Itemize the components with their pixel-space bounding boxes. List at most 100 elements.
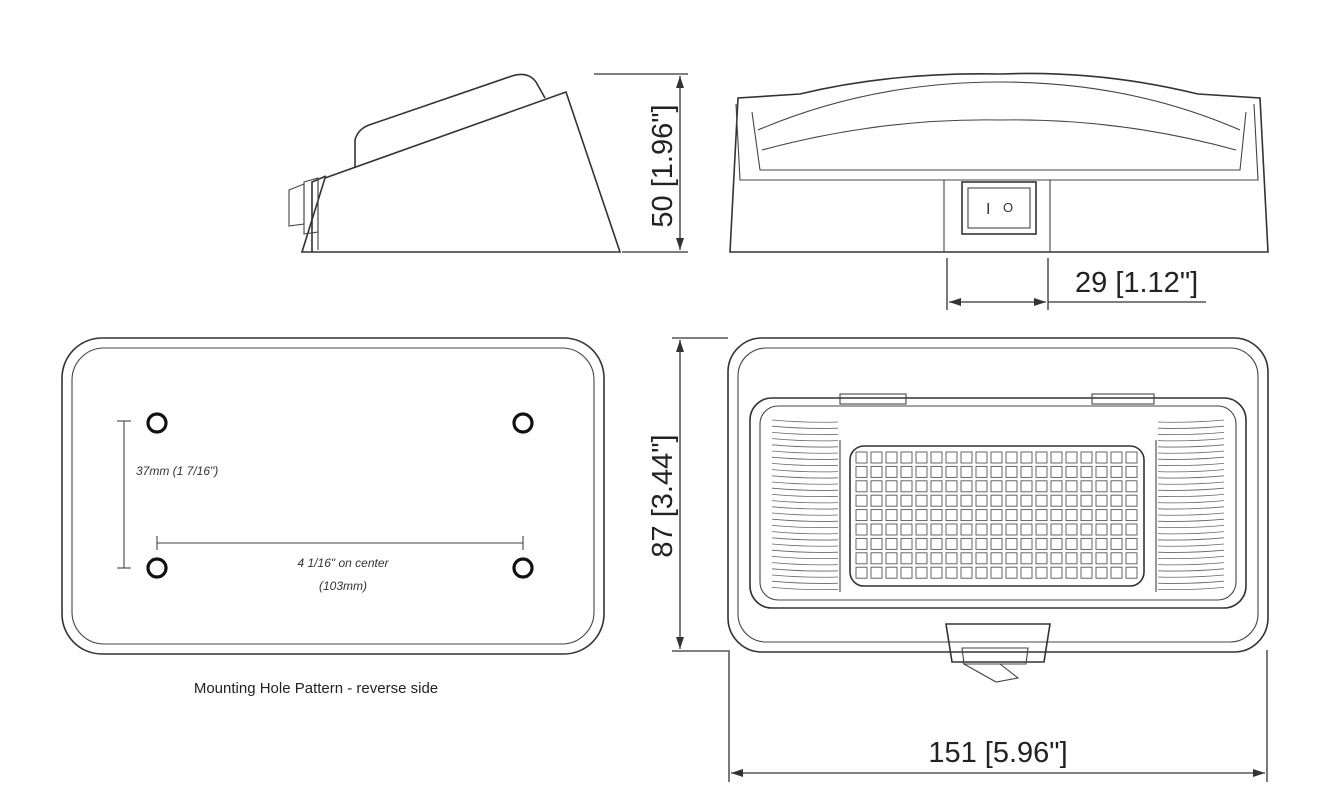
lens-cell: [885, 552, 898, 565]
top-view: [727, 337, 1269, 683]
lens-cell: [960, 537, 973, 550]
lens-cell: [900, 451, 913, 464]
lens-cell: [945, 451, 958, 464]
lens-rib: [1157, 518, 1225, 522]
mounting-hole-top-right: [512, 412, 534, 434]
lens-cell: [870, 537, 883, 550]
lens-cell: [1050, 465, 1063, 478]
lens-cell: [945, 566, 958, 579]
lens-cell: [1095, 552, 1108, 565]
lens-rib: [1157, 512, 1225, 516]
lens-cell: [930, 494, 943, 507]
depth-label: 87 [3.44"]: [647, 434, 679, 557]
lens-cell: [1110, 523, 1123, 536]
lens-cell: [945, 552, 958, 565]
lens-cell: [870, 566, 883, 579]
lens-cell: [990, 509, 1003, 522]
lens-cell: [990, 537, 1003, 550]
lens-cell: [960, 480, 973, 493]
lens-cell: [1125, 494, 1138, 507]
lens-rib: [1157, 568, 1225, 572]
lens-cell: [1005, 537, 1018, 550]
lens-cell: [1080, 552, 1093, 565]
lens-cell: [930, 465, 943, 478]
lens-cell: [1080, 451, 1093, 464]
lens-cell: [1020, 566, 1033, 579]
lens-rib: [1157, 531, 1225, 535]
side-view: [288, 73, 622, 253]
lens-cell: [855, 537, 868, 550]
lens-cell: [960, 566, 973, 579]
lens-cell: [960, 451, 973, 464]
lens-cell: [915, 465, 928, 478]
lens-cell: [915, 537, 928, 550]
lens-cell: [975, 494, 988, 507]
lens-cell: [1065, 451, 1078, 464]
lens-cell: [1035, 494, 1048, 507]
lens-cell: [990, 566, 1003, 579]
lens-cell: [885, 480, 898, 493]
lens-right-ribs: [1157, 419, 1225, 591]
lens-rib: [771, 425, 839, 429]
lens-cell: [1125, 537, 1138, 550]
lens-cell: [855, 566, 868, 579]
lens-rib: [1157, 562, 1225, 566]
lens-cell: [990, 523, 1003, 536]
lens-cell: [1020, 451, 1033, 464]
lens-cell: [1005, 451, 1018, 464]
switch-width-label: 29 [1.12"]: [1075, 267, 1198, 299]
lens-cell: [900, 537, 913, 550]
lens-cell: [1050, 552, 1063, 565]
lens-cell: [930, 509, 943, 522]
lens-cell: [960, 552, 973, 565]
lens-cell: [1110, 480, 1123, 493]
lens-rib: [771, 580, 839, 584]
mounting-hole-bottom-right: [512, 557, 534, 579]
lens-cell: [900, 523, 913, 536]
width-label: 151 [5.96"]: [928, 737, 1067, 769]
lens-cell: [975, 509, 988, 522]
lens-rib: [771, 549, 839, 553]
lens-cell: [1065, 537, 1078, 550]
lens-cell: [885, 509, 898, 522]
lens-cell: [885, 494, 898, 507]
lens-cell: [1065, 509, 1078, 522]
lens-rib: [1157, 463, 1225, 467]
lens-rib: [1157, 450, 1225, 454]
lens-cell: [900, 509, 913, 522]
lens-cell: [915, 509, 928, 522]
lens-rib: [1157, 506, 1225, 510]
lens-cell: [1110, 552, 1123, 565]
lens-cell: [1035, 451, 1048, 464]
lens-cell: [1080, 566, 1093, 579]
lens-cell: [1005, 523, 1018, 536]
lens-cell: [855, 509, 868, 522]
lens-cell: [1050, 480, 1063, 493]
back-view: 37mm (1 7/16") 4 1/16" on center (103mm): [61, 337, 605, 655]
lens-cell: [1125, 465, 1138, 478]
lens-cell: [870, 465, 883, 478]
lens-rib: [1157, 419, 1225, 423]
lens-rib: [771, 568, 839, 572]
lens-cell: [930, 566, 943, 579]
lens-cell: [855, 480, 868, 493]
lens-cell: [1095, 465, 1108, 478]
lens-cell: [855, 494, 868, 507]
lens-cell: [1080, 523, 1093, 536]
front-view: I O: [729, 72, 1269, 253]
lens-cell: [930, 523, 943, 536]
lens-cell: [1035, 465, 1048, 478]
lens-cell: [975, 566, 988, 579]
lens-rib: [771, 444, 839, 448]
lens-cell: [915, 480, 928, 493]
lens-grid-frame: [849, 445, 1145, 587]
height-dimension: 50 [1.96"]: [594, 73, 688, 253]
lens-cell: [975, 537, 988, 550]
lens-cell: [1020, 523, 1033, 536]
lens-rib: [1157, 475, 1225, 479]
lens-rib: [771, 506, 839, 510]
lens-rib: [771, 481, 839, 485]
lens-cell: [1065, 566, 1078, 579]
lens-cell: [975, 523, 988, 536]
mounting-hole-top-left: [146, 412, 168, 434]
